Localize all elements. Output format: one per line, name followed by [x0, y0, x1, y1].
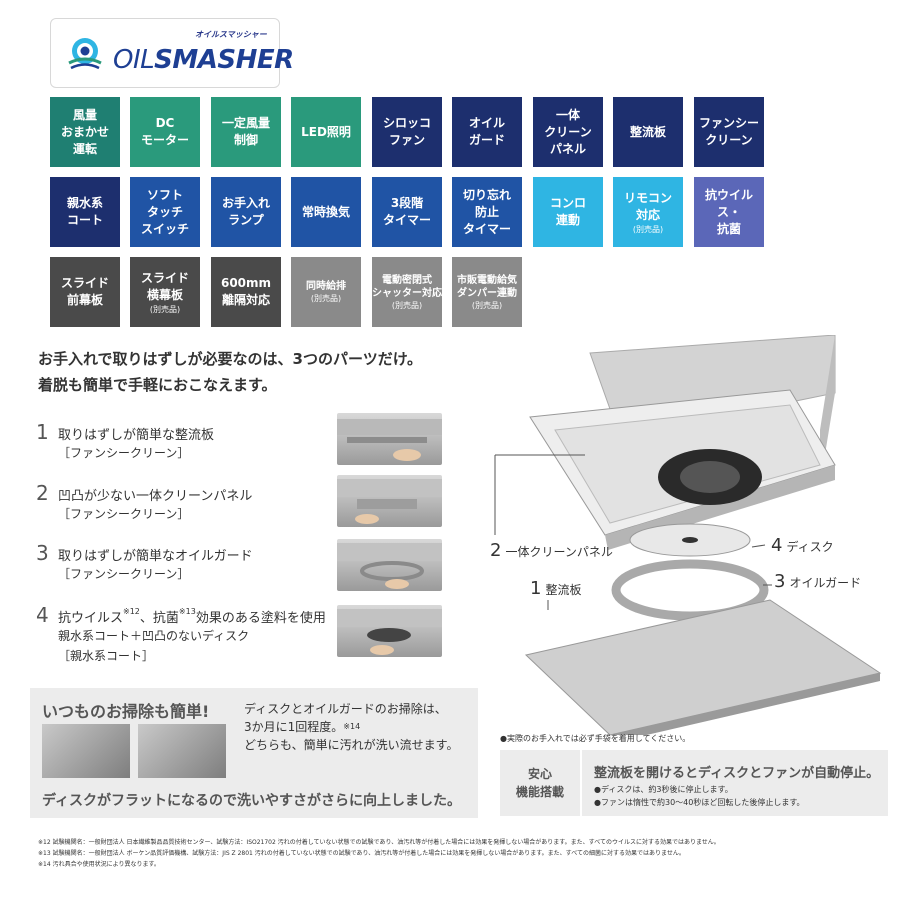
maintenance-headline: お手入れで取りはずしが必要なのは、3つのパーツだけ。 着脱も簡単で手軽におこなえ…	[38, 350, 422, 394]
feature-tile-hydrophilic-coat: 親水系 コート	[50, 177, 120, 247]
part-number: 4	[36, 603, 49, 627]
feature-tile-off-timer: 切り忘れ 防止 タイマー	[452, 177, 522, 247]
part-subtitle: ［ファンシークリーン］	[58, 507, 190, 521]
safety-label: 安心 機能搭載	[500, 750, 582, 816]
brand-logo: オイルスマッシャー OILSMASHER	[50, 18, 294, 88]
safety-title: 整流板を開けるとディスクとファンが自動停止。	[594, 766, 880, 781]
feature-tile-dc-motor: DC モーター	[130, 97, 200, 167]
photo-washing-oil-guard	[138, 724, 226, 778]
part-number: 3	[36, 541, 49, 565]
feature-tile-remote: リモコン 対応(別売品)	[613, 177, 683, 247]
cleaning-title: いつものお掃除も簡単!	[42, 702, 210, 721]
photo-remove-disc	[337, 605, 442, 657]
feature-tile-antiviral: 抗ウイルス・ 抗菌	[694, 177, 764, 247]
feature-tile-damper: 市販電動給気 ダンパー連動(別売品)	[452, 257, 522, 327]
feature-tile-simultaneous-supply: 同時給排(別売品)	[291, 257, 361, 327]
feature-tile-fancy-clean: ファンシー クリーン	[694, 97, 764, 167]
part-subtitle: ［ファンシークリーン］	[58, 446, 190, 460]
feature-tile-care-lamp: お手入れ ランプ	[211, 177, 281, 247]
feature-tile-soft-touch: ソフト タッチ スイッチ	[130, 177, 200, 247]
safety-note-2: ●ファンは惰性で約30〜40秒ほど回転した後停止します。	[594, 798, 805, 807]
glove-notice: ●実際のお手入れでは必ず手袋を着用してください。	[500, 734, 691, 743]
feature-tile-slide-front-panel: スライド 前幕板	[50, 257, 120, 327]
feature-tile-led: LED照明	[291, 97, 361, 167]
part-subtitle-2: ［親水系コート］	[58, 649, 155, 663]
footnote-13: ※13 試験機関名：一般財団法人 ボーケン品質評価機構、試験方法：JIS Z 2…	[38, 850, 685, 857]
part-title: 取りはずしが簡単な整流板	[58, 428, 215, 443]
feature-tile-600mm: 600mm 離隔対応	[211, 257, 281, 327]
cleaning-text: ディスクとオイルガードのお掃除は、 3か月に1回程度。※14 どちらも、簡単に汚…	[244, 702, 459, 752]
footnote-12: ※12 試験機関名：一般財団法人 日本繊維製品品質技術センター、試験方法：ISO…	[38, 839, 720, 846]
feature-tile-constant-airflow: 一定風量 制御	[211, 97, 281, 167]
feature-tile-clean-panel: 一体 クリーン パネル	[533, 97, 603, 167]
logo-katakana: オイルスマッシャー	[195, 30, 267, 39]
part-subtitle: ［ファンシークリーン］	[58, 567, 190, 581]
feature-tile-constant-ventilation: 常時換気	[291, 177, 361, 247]
feature-tile-3-step-timer: 3段階 タイマー	[372, 177, 442, 247]
photo-washing-disc	[42, 724, 130, 778]
feature-tile-oil-guard: オイル ガード	[452, 97, 522, 167]
part-number: 2	[36, 481, 49, 505]
feature-tile-stove-link: コンロ 連動	[533, 177, 603, 247]
easy-cleaning-panel: いつものお掃除も簡単! ディスクとオイルガードのお掃除は、 3か月に1回程度。※…	[30, 688, 478, 818]
feature-tile-baffle: 整流板	[613, 97, 683, 167]
part-subtitle: 親水系コート＋凹凸のないディスク	[58, 629, 250, 643]
oil-smasher-logo-icon	[68, 38, 102, 70]
safety-feature-box: 安心 機能搭載 整流板を開けるとディスクとファンが自動停止。 ●ディスクは、約3…	[500, 750, 888, 816]
feature-tile-sirocco-fan: シロッコ ファン	[372, 97, 442, 167]
photo-remove-panel	[337, 475, 442, 527]
range-hood-illustration	[494, 334, 882, 743]
feature-tile-slide-side-panel: スライド 横幕板(別売品)	[130, 257, 200, 327]
logo-wordmark: OILSMASHER	[113, 45, 294, 75]
safety-note-1: ●ディスクは、約3秒後に停止します。	[594, 785, 733, 794]
part-number: 1	[36, 420, 49, 444]
photo-remove-oil-guard	[337, 539, 442, 591]
part-title: 凹凸が少ない一体クリーンパネル	[58, 489, 253, 504]
cleaning-bottom-text: ディスクがフラットになるので洗いやすさがさらに向上しました。	[42, 793, 462, 809]
photo-remove-baffle	[337, 413, 442, 465]
part-title: 取りはずしが簡単なオイルガード	[58, 549, 253, 564]
feature-tile-shutter: 電動密閉式 シャッター対応(別売品)	[372, 257, 442, 327]
part-title: 抗ウイルス※12、抗菌※13効果のある塗料を使用	[58, 607, 326, 626]
footnote-14: ※14 汚れ具合や使用状況により異なります。	[38, 861, 160, 868]
feature-tile-auto-airflow: 風量 おまかせ 運転	[50, 97, 120, 167]
